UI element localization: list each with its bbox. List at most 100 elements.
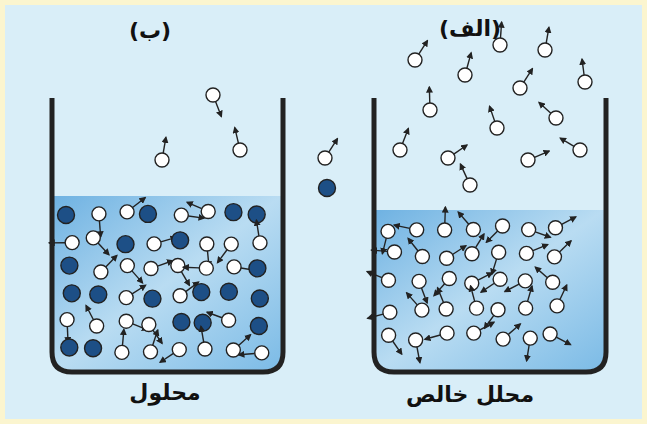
solute-particle — [58, 206, 75, 223]
beaker-outline — [52, 98, 283, 372]
motion-arrow — [528, 286, 532, 301]
motion-arrow — [438, 288, 444, 303]
solvent-molecule — [318, 151, 332, 165]
solvent-molecule — [381, 273, 395, 287]
motion-arrow — [239, 353, 255, 354]
solute-particle — [194, 314, 211, 331]
motion-arrow — [368, 314, 383, 318]
solvent-molecule — [171, 258, 185, 272]
solvent-molecule — [438, 223, 452, 237]
solvent-molecule — [442, 271, 456, 285]
solvent-molecule — [94, 265, 108, 279]
solvent-molecule — [415, 303, 429, 317]
motion-arrow — [478, 273, 492, 280]
solute-particle — [61, 257, 78, 274]
motion-arrow — [476, 234, 484, 248]
solvent-molecule — [198, 342, 212, 356]
solvent-molecule — [144, 261, 158, 275]
solvent-molecule — [573, 143, 587, 157]
solute-particle — [319, 180, 336, 197]
solute-particle — [172, 232, 189, 249]
solute-particle — [63, 285, 80, 302]
solute-particle — [144, 290, 161, 307]
motion-arrow — [122, 329, 123, 345]
solvent-molecule — [466, 222, 480, 236]
motion-arrow — [216, 102, 222, 117]
motion-arrow — [394, 225, 410, 228]
solvent-molecule — [387, 245, 401, 259]
solvent-molecule — [383, 305, 397, 319]
motion-arrow — [425, 335, 440, 339]
solute-particle — [225, 204, 242, 221]
solvent-molecule — [458, 68, 472, 82]
motion-arrow — [419, 41, 428, 54]
motion-arrow — [533, 245, 548, 251]
solvent-molecule — [490, 121, 504, 135]
solvent-molecule — [441, 151, 455, 165]
solvent-molecule — [547, 250, 561, 264]
solvent-molecule — [538, 43, 552, 57]
solvent-molecule — [90, 319, 104, 333]
solvent-molecule — [119, 291, 133, 305]
solvent-molecule — [521, 153, 535, 167]
solvent-molecule — [174, 208, 188, 222]
motion-arrow — [471, 286, 475, 301]
solvent-molecule — [550, 299, 564, 313]
solvent-molecule — [206, 88, 220, 102]
solvent-molecule — [465, 247, 479, 261]
solvent-molecule — [493, 272, 507, 286]
solvent-molecule — [253, 236, 267, 250]
solvent-molecule — [155, 153, 169, 167]
solute-particle — [193, 284, 210, 301]
solvent-molecule — [172, 343, 186, 357]
motion-arrow — [535, 232, 550, 237]
motion-arrow — [239, 335, 251, 346]
solvent-molecule — [491, 303, 505, 317]
solvent-molecule — [548, 221, 562, 235]
solvent-molecule — [233, 143, 247, 157]
solvent-molecule — [199, 261, 213, 275]
solvent-molecule — [227, 260, 241, 274]
solvent-molecule — [410, 223, 424, 237]
figure-label: محلل خالص — [406, 382, 534, 407]
motion-arrow — [163, 137, 166, 153]
motion-arrow — [106, 255, 117, 267]
motion-arrow — [492, 259, 497, 274]
solvent-molecule — [440, 251, 454, 265]
motion-arrow — [183, 267, 199, 269]
solvent-molecule — [496, 332, 510, 346]
solvent-molecule — [470, 301, 484, 315]
motion-arrow — [393, 341, 402, 354]
motion-arrow — [181, 272, 189, 286]
motion-arrow — [556, 337, 570, 344]
motion-arrow — [372, 250, 388, 251]
solvent-molecule — [415, 250, 429, 264]
solvent-molecule — [522, 223, 536, 237]
figure-label: (ب) — [129, 18, 171, 43]
figure-label: محلول — [129, 380, 200, 405]
motion-arrow — [560, 285, 567, 300]
solvent-molecule — [496, 219, 510, 233]
motion-arrow — [49, 242, 65, 244]
solvent-molecule — [513, 81, 527, 95]
solvent-molecule — [412, 274, 426, 288]
solvent-molecule — [492, 245, 506, 259]
motion-arrow — [367, 272, 382, 278]
solvent-molecule — [393, 143, 407, 157]
motion-arrow — [458, 212, 469, 224]
solute-particle — [85, 340, 102, 357]
solvent-molecule — [382, 328, 396, 342]
solvent-molecule — [86, 231, 100, 245]
solvent-liquid — [376, 210, 604, 370]
solvent-molecule — [142, 317, 156, 331]
solvent-molecule — [147, 237, 161, 251]
solvent-molecule — [408, 53, 422, 67]
solute-particle — [173, 314, 190, 331]
solvent-molecule — [543, 327, 557, 341]
solvent-molecule — [255, 346, 269, 360]
solution-liquid — [54, 196, 281, 370]
figure-label: (الف) — [439, 16, 501, 41]
motion-arrow — [460, 164, 467, 179]
solvent-molecule — [200, 237, 214, 251]
